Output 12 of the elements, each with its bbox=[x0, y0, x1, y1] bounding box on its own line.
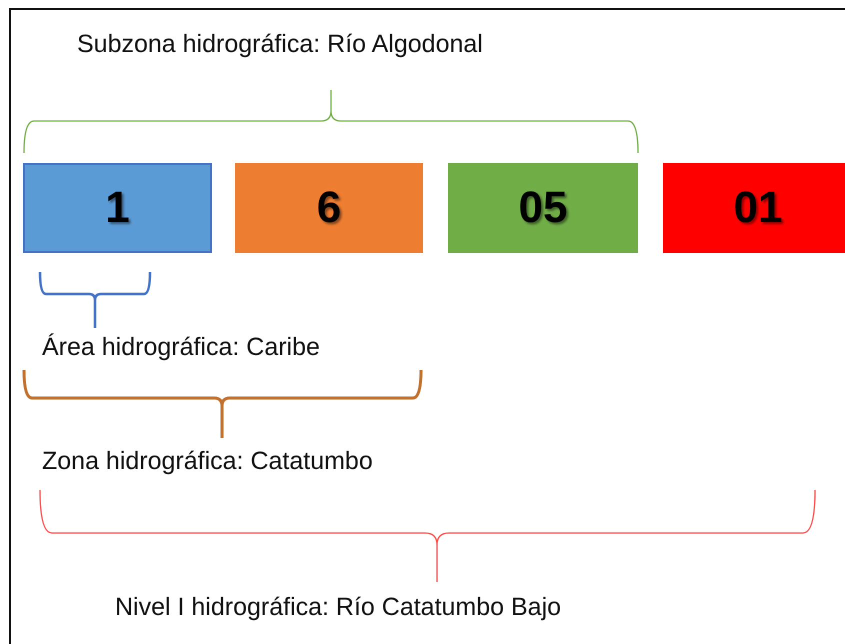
code-box bbox=[448, 163, 638, 253]
code-box bbox=[23, 163, 212, 253]
level-label: Zona hidrográfica: Catatumbo bbox=[42, 449, 373, 474]
code-digits: 01 bbox=[734, 183, 782, 233]
level-label: Subzona hidrográfica: Río Algodonal bbox=[77, 32, 483, 57]
level-label: Nivel I hidrográfica: Río Catatumbo Bajo bbox=[115, 595, 562, 620]
level-label: Área hidrográfica: Caribe bbox=[42, 335, 320, 360]
code-digits: 6 bbox=[316, 183, 342, 233]
code-box bbox=[235, 163, 423, 253]
code-digits: 1 bbox=[105, 183, 130, 233]
code-box bbox=[663, 163, 845, 253]
code-digits: 05 bbox=[518, 183, 568, 233]
